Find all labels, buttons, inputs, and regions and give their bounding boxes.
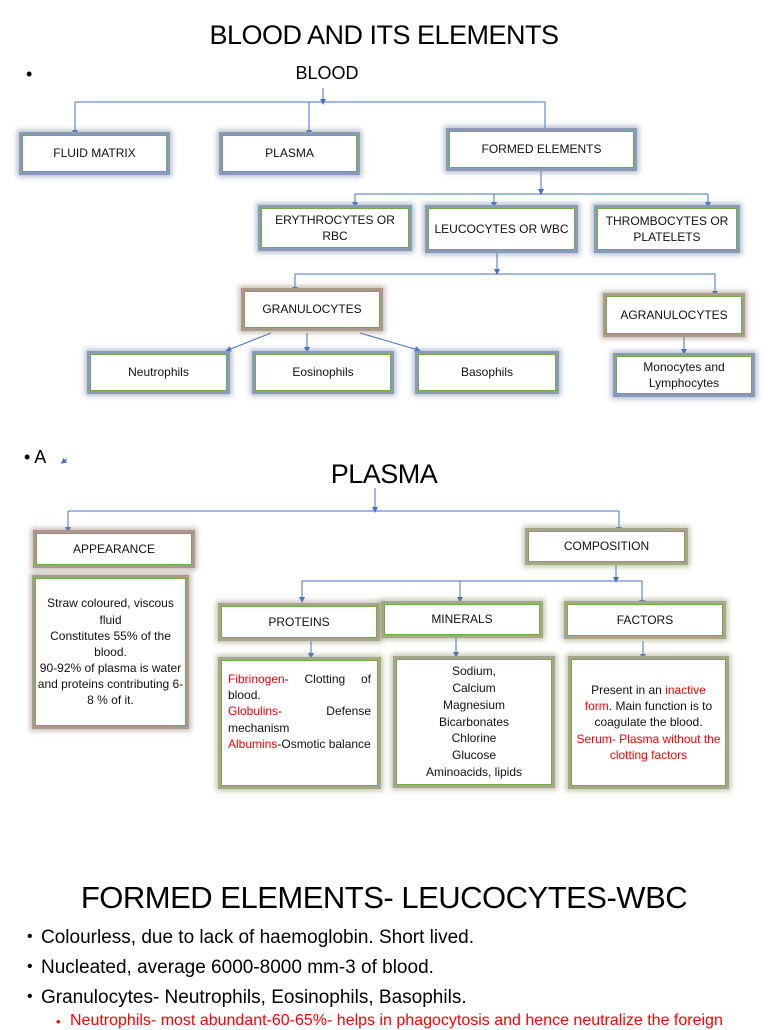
mineral-item: Chlorine (451, 731, 497, 746)
thrombocytes-box: THROMBOCYTES OR PLATELETS (597, 208, 737, 250)
proteins-box: PROTEINS (221, 606, 377, 638)
wbc-bullet: Granulocytes- Neutrophils, Eosinophils, … (41, 987, 467, 1008)
basophils-box: Basophils (418, 354, 556, 391)
slide2-bullet: • A (24, 447, 47, 467)
erythrocytes-box: ERYTHROCYTES OR RBC (261, 208, 409, 248)
neutrophils-box: Neutrophils (90, 354, 227, 391)
agranulocytes-box: AGRANULOCYTES (606, 296, 742, 334)
mineral-item: Sodium, (451, 664, 497, 679)
factors-details-box: Present in an inactive form. Main functi… (571, 659, 726, 786)
protein-name: Globulins (228, 704, 279, 719)
slide1-bullet: • (26, 64, 33, 84)
factors-box: FACTORS (567, 604, 723, 636)
protein-desc: - Defense mechanism (228, 704, 371, 735)
fluid-matrix-box: FLUID MATRIX (22, 135, 167, 172)
appearance-box: APPEARANCE (36, 533, 192, 565)
wbc-bullet: Colourless, due to lack of haemoglobin. … (41, 927, 475, 948)
protein-name: Fibrinogen (228, 672, 285, 686)
protein-item: Albumins-Osmotic balance (228, 736, 371, 752)
slide3-title: FORMED ELEMENTS- LEUCOCYTES-WBC (80, 880, 688, 915)
composition-box: COMPOSITION (528, 531, 685, 562)
appearance-details-box: Straw coloured, viscous fluid Constitute… (35, 578, 186, 726)
wbc-bullet: Nucleated, average 6000-8000 mm-3 of blo… (41, 957, 434, 978)
bullet-dot: • (27, 928, 33, 945)
eosinophils-box: Eosinophils (255, 354, 391, 391)
factors-text-post: . Main function is to coagulate the bloo… (594, 699, 713, 730)
blood-root-label: BLOOD (295, 63, 359, 83)
minerals-box: MINERALS (384, 604, 540, 635)
appearance-line: Straw coloured, viscous fluid (47, 596, 174, 627)
slide1-title: BLOOD AND ITS ELEMENTS (209, 20, 559, 50)
protein-item: Globulins- Defense mechanism (228, 703, 371, 735)
factors-text: Present in an inactive form. Main functi… (576, 682, 721, 731)
slide2-title: PLASMA (330, 459, 438, 489)
mineral-item: Magnesium (442, 697, 506, 712)
plasma-box: PLASMA (222, 135, 357, 172)
mineral-item: Calcium (452, 681, 496, 695)
bullet-dot: • (27, 988, 33, 1005)
proteins-details-box: Fibrinogen- Clotting of blood. Globulins… (221, 660, 378, 786)
minerals-details-box: Sodium, Calcium Magnesium Bicarbonates C… (396, 659, 552, 785)
formed-elements-box: FORMED ELEMENTS (449, 131, 634, 168)
wbc-sub-bullet: Neutrophils- most abundant-60-65%- helps… (70, 1012, 723, 1029)
factors-text-pre: Present in an (591, 683, 666, 698)
appearance-line: 90-92% of plasma is water and proteins c… (37, 661, 184, 708)
protein-desc: -Osmotic balance (277, 736, 371, 751)
mineral-item: Aminoacids, lipids (425, 764, 523, 779)
protein-name: Albumins (228, 736, 278, 751)
appearance-line: Constitutes 55% of the blood. (50, 628, 171, 659)
granulocytes-box: GRANULOCYTES (244, 291, 380, 328)
serum-note: Serum- Plasma without the clotting facto… (576, 731, 721, 762)
protein-item: Fibrinogen- Clotting of blood. (228, 671, 371, 703)
leucocytes-box: LEUCOCYTES OR WBC (428, 208, 575, 250)
mineral-item: Glucose (451, 748, 497, 763)
monocytes-lymphocytes-box: Monocytes and Lymphocytes (616, 356, 752, 394)
mineral-item: Bicarbonates (438, 714, 510, 729)
bullet-dot: • (27, 958, 33, 975)
factors-text-highlight: inactive form (584, 683, 706, 714)
sub-bullet-dot: • (56, 1014, 61, 1029)
protein-desc: - Clotting of blood. (228, 672, 371, 703)
